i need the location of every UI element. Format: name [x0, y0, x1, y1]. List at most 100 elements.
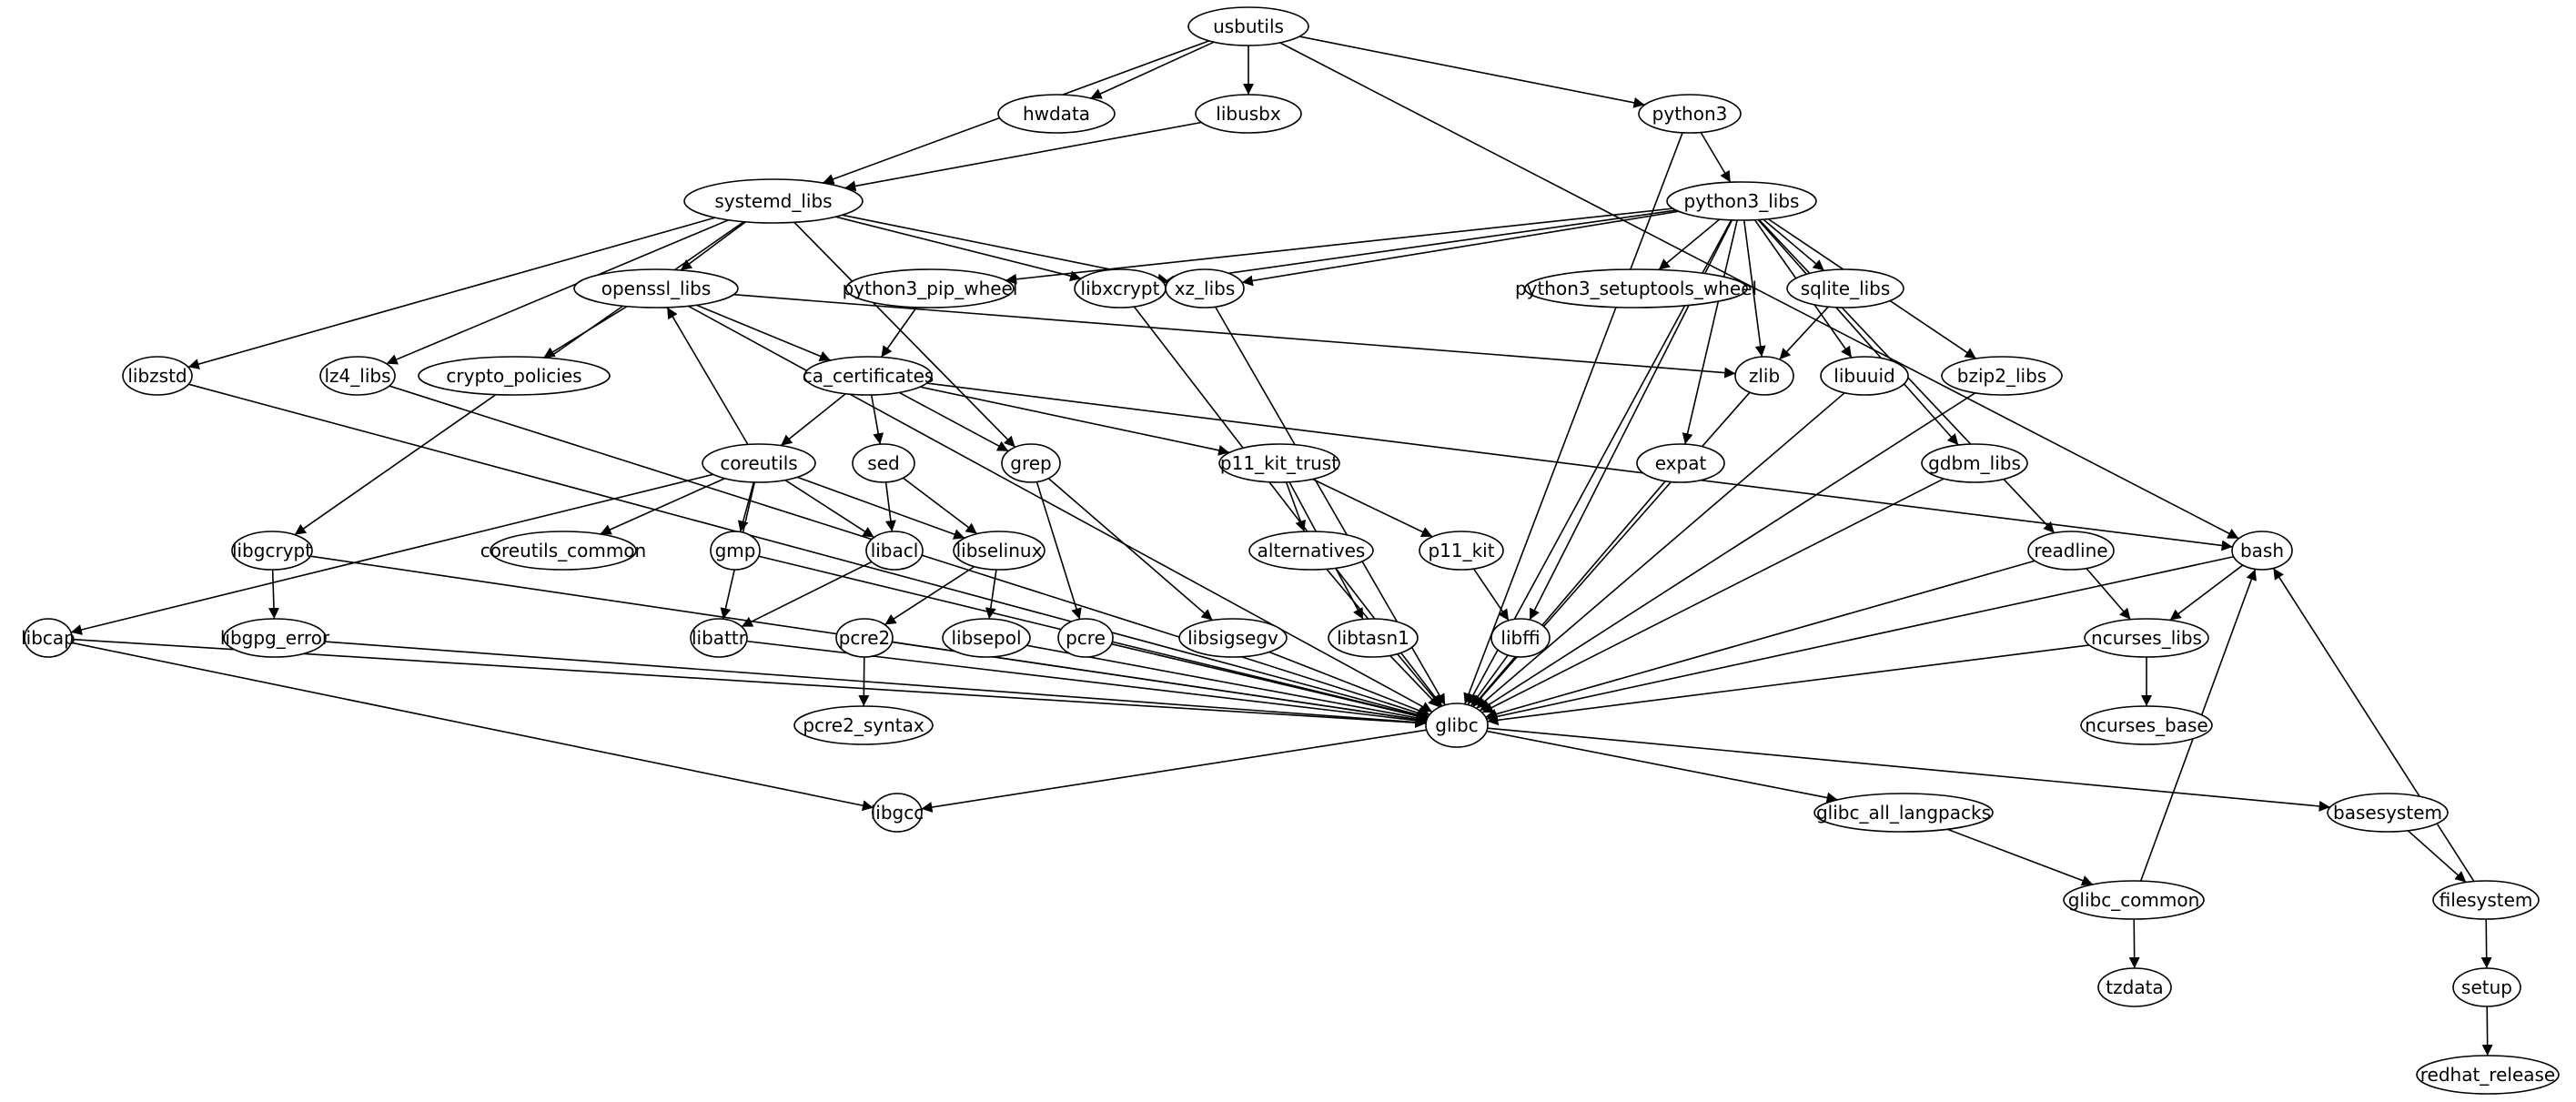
- node-ellipse: [1786, 268, 1904, 308]
- node-alternatives[interactable]: alternatives: [1248, 531, 1374, 571]
- node-p11_kit[interactable]: p11_kit: [1419, 531, 1504, 571]
- node-ncurses_libs[interactable]: ncurses_libs: [2084, 618, 2209, 658]
- node-label: pcre2: [839, 627, 891, 649]
- node-openssl_libs[interactable]: openssl_libs: [573, 268, 739, 308]
- node-ellipse: [2080, 705, 2213, 745]
- node-label: glibc_common: [2068, 889, 2200, 911]
- node-gmp[interactable]: gmp: [710, 531, 761, 571]
- node-python3_pip_wheel[interactable]: python3_pip_wheel: [843, 268, 1018, 308]
- node-label: basesystem: [2333, 802, 2442, 824]
- node-ellipse: [2084, 618, 2209, 658]
- node-ellipse: [2027, 531, 2115, 571]
- node-ellipse: [2432, 880, 2540, 920]
- node-python3_libs[interactable]: python3_libs: [1666, 181, 1817, 221]
- node-ca_certificates[interactable]: ca_certificates: [803, 356, 934, 396]
- edge-openssl_libs-to-crypto_policies: [543, 305, 628, 359]
- edge-openssl_libs-to-zlib: [733, 293, 1736, 379]
- node-ellipse: [1001, 443, 1061, 483]
- node-xz_libs[interactable]: xz_libs: [1165, 268, 1245, 308]
- edge-coreutils-to-openssl_libs: [666, 307, 749, 445]
- node-coreutils_common[interactable]: coreutils_common: [480, 531, 646, 571]
- edge-setup-to-redhat_release: [2481, 1006, 2493, 1057]
- node-libuuid[interactable]: libuuid: [1820, 356, 1909, 396]
- node-ellipse: [2097, 967, 2172, 1007]
- edge-line: [1487, 644, 2090, 726]
- node-tzdata[interactable]: tzdata: [2097, 967, 2172, 1007]
- node-bash[interactable]: bash: [2231, 531, 2293, 571]
- node-libselinux[interactable]: libselinux: [953, 531, 1046, 571]
- edge-libzstd-to-glibc: [187, 383, 1429, 721]
- node-lz4_libs[interactable]: lz4_libs: [319, 356, 396, 396]
- node-pcre[interactable]: pcre: [1057, 618, 1114, 658]
- node-p11_kit_trust[interactable]: p11_kit_trust: [1218, 443, 1340, 483]
- edge-line: [796, 476, 965, 540]
- node-libgpg_error[interactable]: libgpg_error: [220, 618, 330, 658]
- node-libtasn1[interactable]: libtasn1: [1328, 618, 1419, 658]
- node-ellipse: [2327, 793, 2449, 833]
- node-python3[interactable]: python3: [1638, 94, 1742, 134]
- node-label: p11_kit_trust: [1220, 452, 1339, 474]
- node-sqlite_libs[interactable]: sqlite_libs: [1786, 268, 1904, 308]
- node-pcre2_syntax[interactable]: pcre2_syntax: [793, 705, 934, 745]
- node-ellipse: [573, 268, 739, 308]
- node-libgcrypt[interactable]: libgcrypt: [231, 531, 313, 571]
- node-coreutils[interactable]: coreutils: [702, 443, 816, 483]
- node-label: libattr: [692, 627, 747, 649]
- edge-usbutils-to-python3: [1298, 35, 1645, 108]
- edge-line: [1111, 642, 1428, 722]
- node-setup[interactable]: setup: [2452, 967, 2521, 1007]
- edge-filesystem-to-setup: [2480, 918, 2492, 969]
- node-grep[interactable]: grep: [1001, 443, 1061, 483]
- node-label: python3: [1652, 103, 1728, 125]
- edge-line: [1047, 478, 1214, 622]
- edge-line: [1285, 481, 1306, 532]
- node-basesystem[interactable]: basesystem: [2327, 793, 2449, 833]
- node-libacl[interactable]: libacl: [865, 531, 924, 571]
- node-crypto_policies[interactable]: crypto_policies: [418, 356, 611, 396]
- edge-readline-to-glibc: [1485, 560, 2036, 720]
- node-ellipse: [122, 356, 193, 396]
- node-ellipse: [1921, 443, 2028, 483]
- edge-python3_libs-to-libxcrypt: [1163, 209, 1677, 287]
- edge-usbutils-to-hwdata: [1090, 41, 1215, 99]
- node-libxcrypt[interactable]: libxcrypt: [1074, 268, 1167, 308]
- node-python3_setuptools_wheel[interactable]: python3_setuptools_wheel: [1515, 268, 1757, 308]
- node-libusbx[interactable]: libusbx: [1195, 94, 1302, 134]
- node-ellipse: [1057, 618, 1114, 658]
- node-sed[interactable]: sed: [852, 443, 915, 483]
- node-gdbm_libs[interactable]: gdbm_libs: [1921, 443, 2028, 483]
- node-label: openssl_libs: [601, 278, 712, 299]
- node-libsepol[interactable]: libsepol: [942, 618, 1031, 658]
- node-ncurses_base[interactable]: ncurses_base: [2080, 705, 2213, 745]
- node-pcre2[interactable]: pcre2: [835, 618, 894, 658]
- edge-coreutils-to-coreutils_common: [600, 478, 725, 535]
- node-usbutils[interactable]: usbutils: [1187, 6, 1309, 46]
- node-libcap[interactable]: libcap: [21, 618, 76, 658]
- node-bzip2_libs[interactable]: bzip2_libs: [1941, 356, 2063, 396]
- node-ellipse: [1178, 618, 1288, 658]
- node-label: libuuid: [1834, 365, 1894, 387]
- node-readline[interactable]: readline: [2027, 531, 2115, 571]
- edge-line: [386, 218, 729, 365]
- edge-line: [880, 307, 917, 358]
- edge-line: [1312, 478, 1433, 538]
- node-glibc_all_langpacks[interactable]: glibc_all_langpacks: [1813, 793, 1994, 833]
- edge-line: [835, 216, 1082, 282]
- edge-libacl-to-libattr: [741, 561, 873, 628]
- node-label: lz4_libs: [324, 365, 390, 387]
- node-glibc_common[interactable]: glibc_common: [2063, 880, 2205, 920]
- edge-glibc-to-glibc_all_langpacks: [1486, 730, 1838, 804]
- node-libattr[interactable]: libattr: [690, 618, 748, 658]
- node-expat[interactable]: expat: [1636, 443, 1725, 483]
- node-libsigsegv[interactable]: libsigsegv: [1178, 618, 1288, 658]
- node-libzstd[interactable]: libzstd: [122, 356, 193, 396]
- node-hwdata[interactable]: hwdata: [997, 94, 1116, 134]
- node-libffi[interactable]: libffi: [1490, 618, 1551, 658]
- node-zlib[interactable]: zlib: [1734, 356, 1794, 396]
- node-redhat_release[interactable]: redhat_release: [2416, 1055, 2560, 1095]
- node-filesystem[interactable]: filesystem: [2432, 880, 2540, 920]
- node-glibc[interactable]: glibc: [1425, 703, 1489, 748]
- edge-expat-to-glibc: [1471, 480, 1666, 707]
- node-libgcc[interactable]: libgcc: [871, 793, 924, 833]
- node-systemd_libs[interactable]: systemd_libs: [683, 178, 864, 224]
